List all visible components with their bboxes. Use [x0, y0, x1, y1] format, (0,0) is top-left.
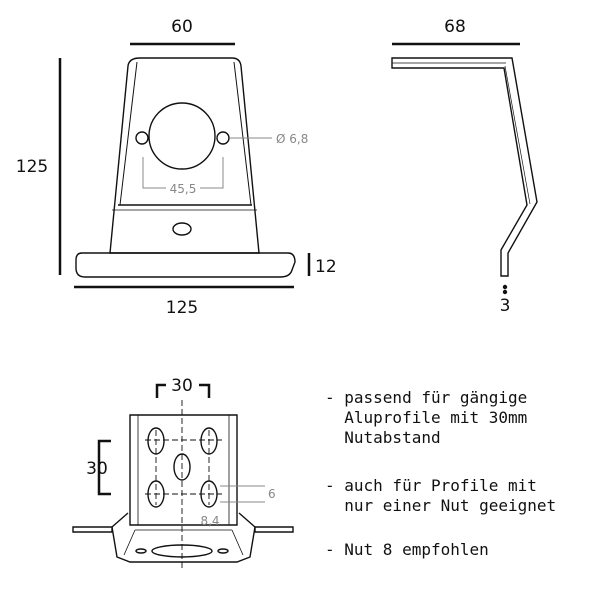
side-view — [391, 42, 538, 295]
bracket-plate — [129, 414, 238, 526]
dim-dot — [502, 284, 508, 290]
dim-label-base-width: 125 — [166, 298, 198, 318]
dim-bracket-horizontal — [155, 383, 211, 398]
dim-label-top-width: 60 — [171, 17, 193, 37]
slot — [147, 480, 165, 508]
base-outline — [111, 512, 256, 563]
side-profile — [391, 57, 538, 277]
base-edge — [123, 529, 244, 556]
slot — [173, 453, 191, 481]
dim-bracket-vertical — [97, 439, 111, 496]
dim-hole-spacing — [142, 157, 224, 189]
slot — [147, 427, 165, 455]
bend-line — [119, 61, 252, 206]
note-aluprofile: - passend für gängige Aluprofile mit 30m… — [325, 388, 528, 447]
dim-label-thickness: 3 — [500, 296, 511, 316]
dim-label-vertical-spacing: 30 — [86, 459, 108, 479]
dim-label-horizontal-spacing: 30 — [171, 376, 193, 396]
note-single-slot: - auch für Profile mit nur einer Nut gee… — [325, 476, 557, 515]
base-small-hole — [217, 548, 229, 554]
mount-hole-right — [216, 131, 230, 145]
bend-line — [137, 415, 230, 525]
center-hole — [148, 102, 216, 170]
side-tabs — [72, 526, 294, 533]
base-plate — [75, 252, 296, 278]
dim-label-slot-width: 8,4 — [200, 514, 219, 528]
dim-label-height: 125 — [16, 157, 48, 177]
mount-hole-left — [135, 131, 149, 145]
base-small-hole — [135, 548, 147, 554]
dim-label-slot-length: 6 — [268, 487, 276, 501]
bottom-view — [72, 383, 294, 570]
slot — [200, 427, 218, 455]
front-view — [58, 42, 311, 289]
dim-label-base-thickness: 12 — [315, 257, 337, 277]
screw-head — [172, 222, 192, 236]
dim-dot — [502, 289, 508, 295]
slot — [200, 480, 218, 508]
note-nut-8: - Nut 8 empfohlen — [325, 540, 489, 559]
dim-label-hole-diameter: Ø 6,8 — [276, 132, 308, 146]
dim-label-depth: 68 — [444, 17, 466, 37]
dim-label-hole-spacing: 45,5 — [170, 182, 197, 196]
side-profile-inner — [392, 62, 531, 205]
